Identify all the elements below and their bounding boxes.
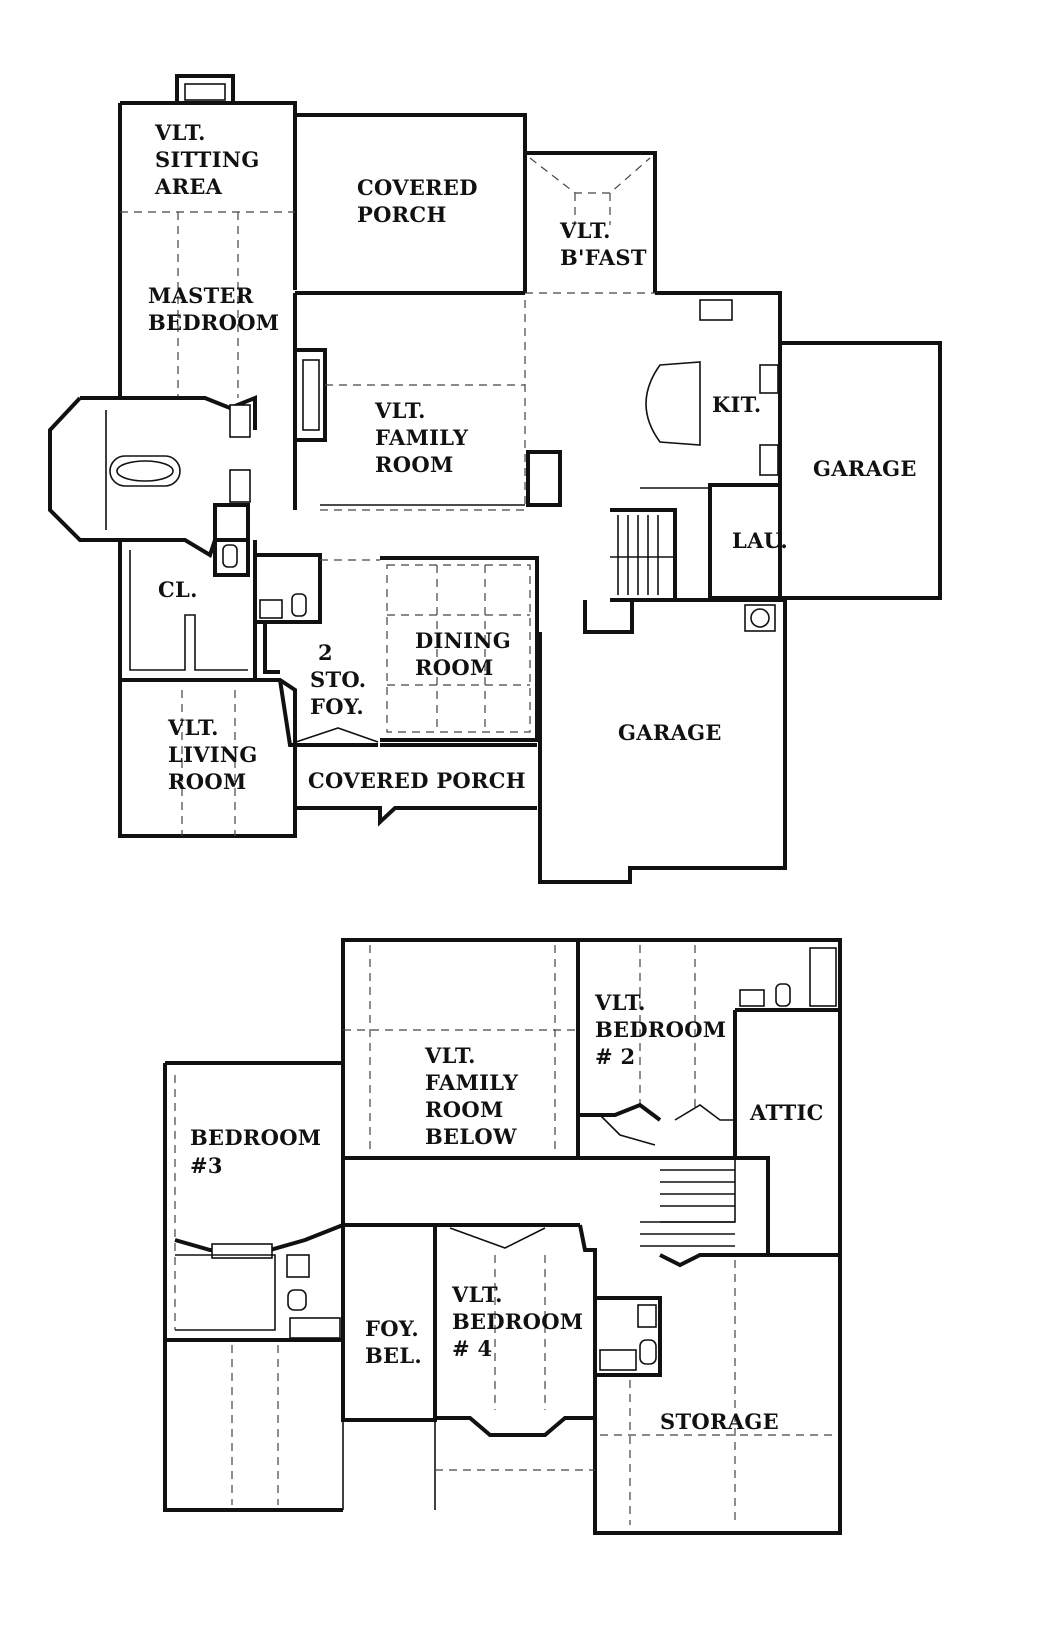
covered-porch-rear-label: COVERED PORCH [357, 175, 485, 227]
garage-main-label: GARAGE [618, 720, 722, 745]
stairs-upper [640, 1157, 736, 1247]
vlt-living-room-label: VLT. LIVING ROOM [167, 715, 265, 794]
covered-porch-front-label: COVERED PORCH [308, 768, 526, 793]
garage-side-label: GARAGE [813, 456, 917, 481]
upper-floor [163, 938, 842, 1535]
vlt-sitting-area-label: VLT. SITTING AREA [154, 120, 267, 199]
foy-bel-label: FOY. BEL. [365, 1316, 427, 1368]
vlt-bedroom-2-label: VLT. BEDROOM # 2 [594, 990, 734, 1069]
vlt-family-room-below-label: VLT. FAMILY ROOM BELOW [424, 1043, 526, 1149]
master-bedroom-label: MASTER BEDROOM [148, 283, 279, 335]
vlt-family-room-label: VLT. FAMILY ROOM [374, 398, 476, 477]
vlt-bfast-label: VLT. B'FAST [559, 218, 647, 270]
attic-label: ATTIC [749, 1100, 824, 1125]
dining-room-label: DINING ROOM [415, 628, 519, 680]
bedroom-3-label: BEDROOM #3 [190, 1125, 329, 1178]
room-labels: VLT. SITTING AREA COVERED PORCH VLT. B'F… [148, 120, 917, 1434]
storage-label: STORAGE [660, 1409, 779, 1434]
stairs-main [610, 515, 675, 595]
vlt-bedroom-4-label: VLT. BEDROOM # 4 [451, 1282, 591, 1361]
main-floor [48, 74, 942, 884]
cl-label: CL. [158, 577, 198, 602]
kit-label: KIT. [712, 392, 762, 417]
lau-label: LAU. [732, 528, 788, 553]
two-sto-foy-label: 2 STO. FOY. [310, 640, 374, 719]
